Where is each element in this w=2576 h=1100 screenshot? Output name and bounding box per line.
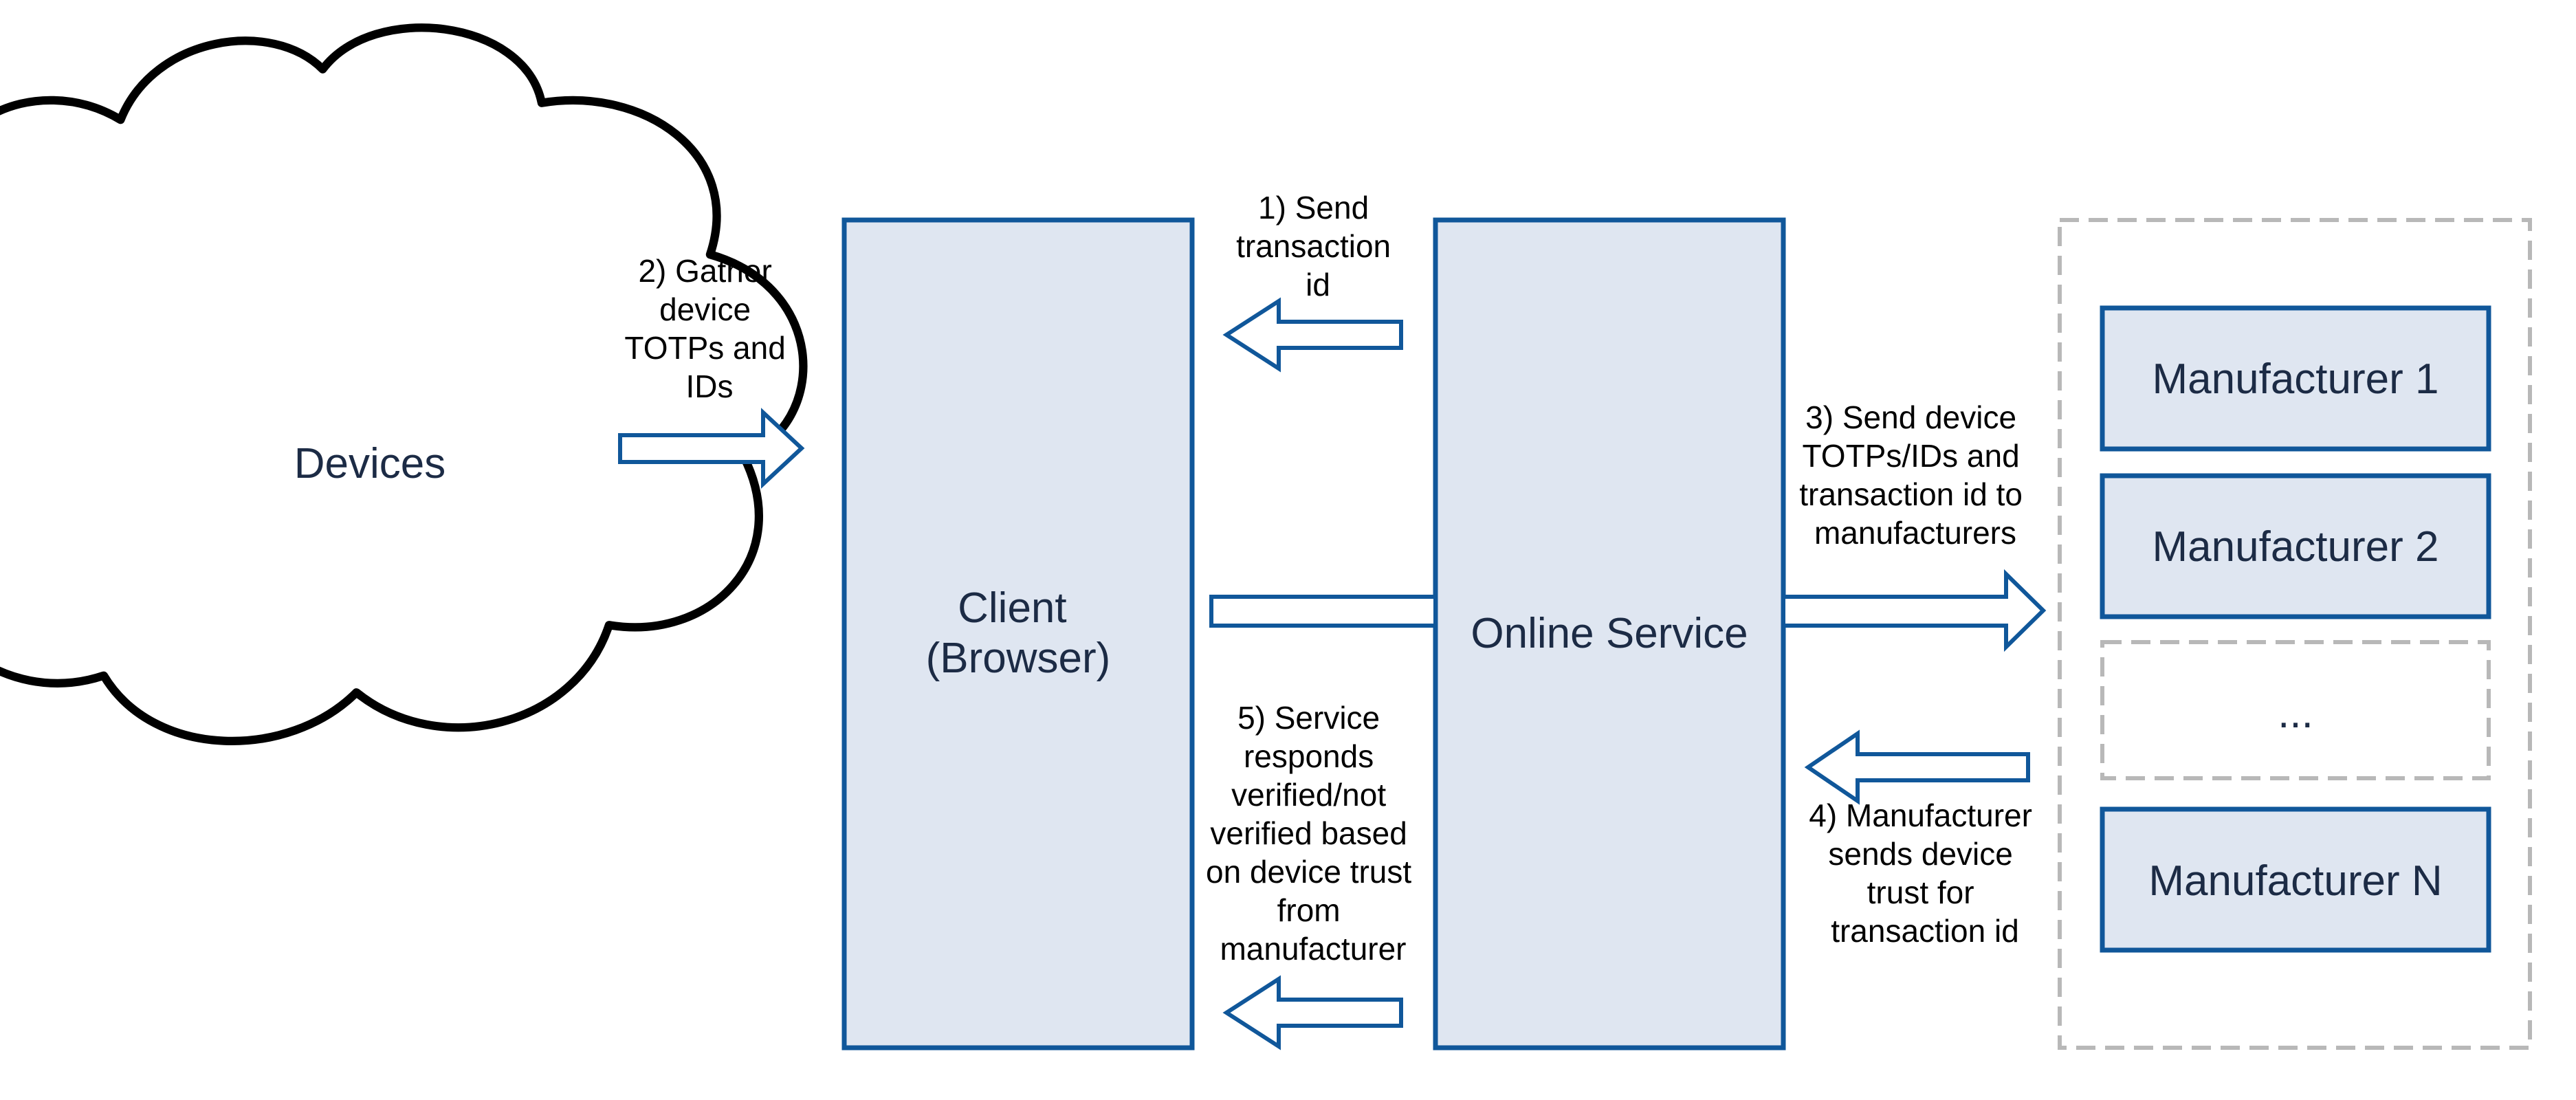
online-service-box: Online Service bbox=[1433, 217, 1786, 1050]
step2-line: device bbox=[659, 292, 751, 327]
manufacturers-container: Manufacturer 1 Manufacturer 2 ... Manufa… bbox=[2058, 218, 2532, 1050]
arrow-step3 bbox=[1781, 569, 2047, 652]
step2-line: TOTPs and bbox=[624, 330, 785, 366]
step5-line: manufacturer bbox=[1220, 931, 1406, 967]
arrow-step4 bbox=[1804, 729, 2030, 805]
manufacturer-2-box bbox=[2100, 473, 2491, 619]
manufacturer-1-box bbox=[2100, 305, 2491, 452]
devices-label: Devices bbox=[294, 440, 446, 487]
step5-line: responds bbox=[1244, 738, 1374, 774]
step5-line: from bbox=[1277, 892, 1341, 928]
manufacturer-ellipsis-label: ... bbox=[2278, 690, 2313, 737]
step1-line: 1) Send bbox=[1258, 190, 1369, 226]
arrow-step5 bbox=[1222, 975, 1403, 1050]
manufacturer-2-label: Manufacturer 2 bbox=[2153, 523, 2439, 571]
step5-line: verified based bbox=[1210, 815, 1407, 851]
client-box: Client (Browser) bbox=[841, 217, 1195, 1050]
arrow-step1 bbox=[1222, 297, 1403, 373]
cloud-icon bbox=[0, 23, 808, 745]
step5-line: verified/not bbox=[1231, 777, 1386, 813]
connector-client-service bbox=[1209, 595, 1438, 628]
manufacturer-n-label: Manufacturer N bbox=[2148, 857, 2442, 905]
client-label-line2: (Browser) bbox=[926, 635, 1111, 682]
step2-line: IDs bbox=[686, 368, 734, 404]
step3-line: TOTPs/IDs and bbox=[1803, 438, 2020, 474]
step1-label: 1) Send transaction id bbox=[1236, 190, 1400, 302]
manufacturer-1-label: Manufacturer 1 bbox=[2153, 355, 2439, 403]
arrow-step2 bbox=[618, 408, 805, 489]
step3-line: 3) Send device bbox=[1805, 399, 2016, 435]
step4-line: trust for bbox=[1867, 874, 1974, 910]
step5-line: on device trust bbox=[1206, 854, 1411, 890]
step4-line: sends device bbox=[1828, 836, 2013, 872]
step4-line: transaction id bbox=[1831, 913, 2019, 949]
step1-line: transaction bbox=[1236, 228, 1391, 264]
manufacturer-ellipsis-box bbox=[2100, 640, 2491, 780]
step4-line: 4) Manufacturer bbox=[1809, 798, 2032, 833]
client-label: Client (Browser) bbox=[926, 584, 1111, 682]
manufacturer-n-box bbox=[2100, 806, 2491, 953]
online-service-label: Online Service bbox=[1471, 610, 1748, 657]
arrows bbox=[618, 297, 2047, 1050]
step1-line: id bbox=[1306, 267, 1330, 302]
step2-label: 2) Gather device TOTPs and IDs bbox=[624, 253, 794, 404]
step3-label: 3) Send device TOTPs/IDs and transaction… bbox=[1799, 399, 2032, 551]
step4-label: 4) Manufacturer sends device trust for t… bbox=[1809, 798, 2040, 949]
step3-line: manufacturers bbox=[1814, 515, 2016, 551]
step3-line: transaction id to bbox=[1799, 476, 2023, 512]
client-label-line1: Client bbox=[958, 584, 1067, 632]
step5-line: 5) Service bbox=[1237, 700, 1380, 736]
step5-label: 5) Service responds verified/not verifie… bbox=[1206, 700, 1420, 967]
step2-line: 2) Gather bbox=[638, 253, 771, 289]
devices-cloud: Devices bbox=[0, 23, 808, 745]
